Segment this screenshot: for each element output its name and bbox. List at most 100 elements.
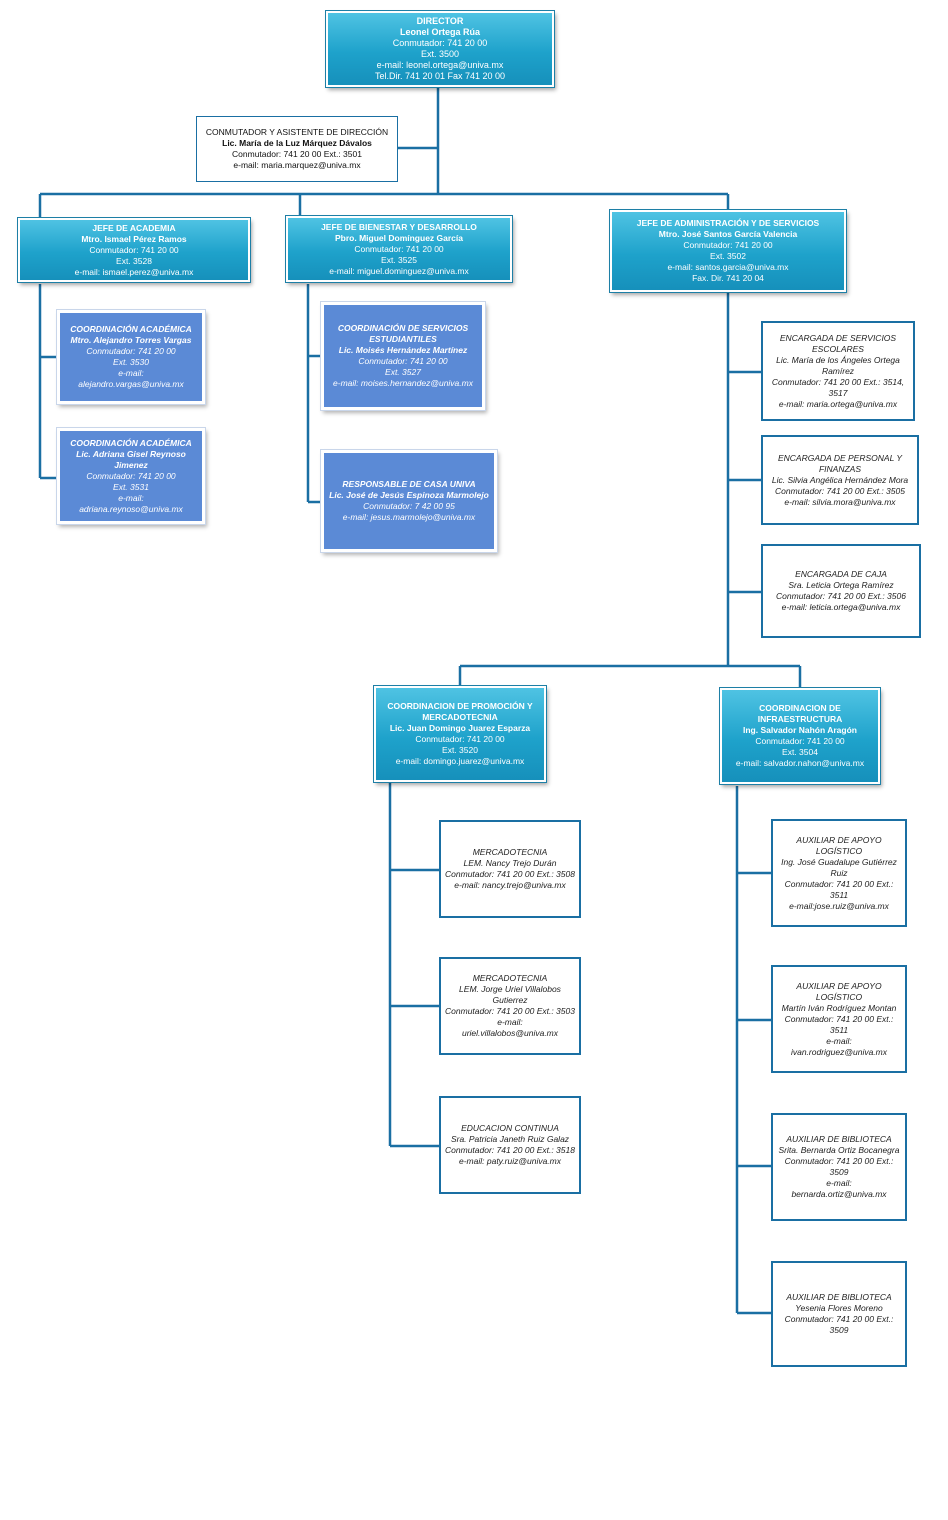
coord-acad-2-email: adriana.reynoso@univa.mx — [79, 503, 183, 514]
casa-univa-name: Lic. José de Jesús Espinoza Marmolejo — [329, 490, 489, 500]
mercadotecnia-2-box: MERCADOTECNIA LEM. Jorge Uriel Villalobo… — [439, 957, 581, 1055]
aux-biblioteca-2-name: Yesenia Flores Moreno — [795, 1303, 883, 1313]
coord-acad-2-ext: Ext. 3531 — [113, 481, 149, 492]
administracion-name: Mtro. José Santos García Valencia — [658, 229, 798, 239]
aux-logistico-1-name: Ing. José Guadalupe Gutiérrez Ruiz — [781, 856, 897, 878]
serv-escolares-box: ENCARGADA DE SERVICIOS ESCOLARES Lic. Ma… — [761, 321, 915, 421]
casa-univa-phone: Conmutador: 7 42 00 95 — [363, 501, 455, 511]
asistente-title: CONMUTADOR Y ASISTENTE DE DIRECCIÓN — [205, 127, 389, 137]
bienestar-ext: Ext. 3525 — [381, 254, 417, 265]
casa-univa-title: RESPONSABLE DE CASA UNIVA — [342, 479, 476, 489]
asistente-box: CONMUTADOR Y ASISTENTE DE DIRECCIÓN Lic.… — [196, 116, 398, 182]
casa-univa-email: e-mail: jesus.marmolejo@univa.mx — [342, 512, 476, 522]
promocion-title: COORDINACION DE PROMOCIÓN Y MERCADOTECNI… — [387, 701, 533, 722]
aux-biblioteca-1-email: bernarda.ortiz@univa.mx — [791, 1189, 887, 1199]
mercadotecnia-2-phone: Conmutador: 741 20 00 Ext.: 3503 — [445, 1006, 575, 1016]
bienestar-phone: Conmutador: 741 20 00 — [354, 243, 444, 254]
caja-phone: Conmutador: 741 20 00 Ext.: 3506 — [776, 591, 906, 601]
aux-biblioteca-1-phone: Conmutador: 741 20 00 Ext.: 3509 — [784, 1156, 894, 1177]
coord-acad-1-email: alejandro.vargas@univa.mx — [78, 379, 184, 389]
serv-estudiantiles-ext: Ext. 3527 — [385, 367, 421, 377]
mercadotecnia-1-phone: Conmutador: 741 20 00 Ext.: 3508 — [445, 869, 575, 879]
educacion-continua-title: EDUCACION CONTINUA — [461, 1123, 559, 1133]
director-tel: Tel.Dir. 741 20 01 Fax 741 20 00 — [374, 71, 506, 81]
administracion-ext: Ext. 3502 — [710, 251, 746, 261]
serv-estudiantiles-email: e-mail: moises.hernandez@univa.mx — [333, 378, 473, 388]
aux-biblioteca-2-phone: Conmutador: 741 20 00 Ext.: 3509 — [784, 1314, 894, 1335]
infraestructura-title: COORDINACION DE INFRAESTRUCTURA — [757, 703, 843, 724]
infraestructura-name: Ing. Salvador Nahón Aragón — [743, 725, 857, 735]
coord-acad-2-name: Lic. Adriana Gisel Reynoso Jimenez — [76, 448, 186, 470]
serv-estudiantiles-title: COORDINACIÓN DE SERVICIOS ESTUDIANTILES — [337, 323, 469, 344]
promocion-name: Lic. Juan Domingo Juarez Esparza — [389, 723, 531, 733]
aux-logistico-1-box: AUXILIAR DE APOYO LOGÍSTICO Ing. José Gu… — [771, 819, 907, 927]
educacion-continua-name: Sra. Patricia Janeth Ruiz Galaz — [450, 1134, 570, 1144]
aux-biblioteca-2-box: AUXILIAR DE BIBLIOTECA Yesenia Flores Mo… — [771, 1261, 907, 1367]
coord-acad-2-email-label: e-mail: — [118, 492, 144, 503]
aux-logistico-2-email-label: e-mail: — [826, 1035, 852, 1046]
bienestar-box: JEFE DE BIENESTAR Y DESARROLLO Pbro. Mig… — [285, 215, 513, 283]
serv-escolares-phone: Conmutador: 741 20 00 Ext.: 3514, 3517 — [771, 376, 905, 398]
director-name: Leonel Ortega Rúa — [399, 27, 480, 37]
personal-finanzas-box: ENCARGADA DE PERSONAL Y FINANZAS Lic. Si… — [761, 435, 919, 525]
academia-email: e-mail: ismael.perez@univa.mx — [74, 266, 194, 277]
mercadotecnia-1-email: e-mail: nancy.trejo@univa.mx — [454, 880, 566, 890]
mercadotecnia-2-email-label: e-mail: — [497, 1017, 523, 1027]
aux-biblioteca-1-box: AUXILIAR DE BIBLIOTECA Srita. Bernarda O… — [771, 1113, 907, 1221]
director-title: DIRECTOR — [416, 16, 464, 26]
coord-acad-1-name: Mtro. Alejandro Torres Vargas — [70, 335, 192, 345]
academia-box: JEFE DE ACADEMIA Mtro. Ismael Pérez Ramo… — [17, 217, 251, 283]
aux-logistico-2-phone: Conmutador: 741 20 00 Ext.: 3511 — [784, 1013, 894, 1035]
aux-biblioteca-1-name: Srita. Bernarda Ortiz Bocanegra — [778, 1145, 900, 1155]
aux-biblioteca-1-title: AUXILIAR DE BIBLIOTECA — [786, 1134, 892, 1144]
infraestructura-email: e-mail: salvador.nahon@univa.mx — [735, 758, 865, 768]
academia-name: Mtro. Ismael Pérez Ramos — [81, 233, 187, 244]
director-ext: Ext. 3500 — [420, 49, 460, 59]
coord-acad-1-box: COORDINACIÓN ACADÉMICA Mtro. Alejandro T… — [56, 309, 206, 405]
infraestructura-box: COORDINACION DE INFRAESTRUCTURA Ing. Sal… — [719, 687, 881, 785]
aux-logistico-1-phone: Conmutador: 741 20 00 Ext.: 3511 — [784, 878, 894, 900]
promocion-box: COORDINACION DE PROMOCIÓN Y MERCADOTECNI… — [373, 685, 547, 783]
director-email: e-mail: leonel.ortega@univa.mx — [376, 60, 504, 70]
aux-logistico-2-email: ivan.rodriguez@univa.mx — [790, 1046, 888, 1057]
coord-acad-2-phone: Conmutador: 741 20 00 — [86, 470, 176, 481]
personal-finanzas-name: Lic. Silvia Angélica Hernández Mora — [771, 474, 909, 485]
bienestar-name: Pbro. Miguel Domínguez García — [335, 232, 463, 243]
serv-estudiantiles-box: COORDINACIÓN DE SERVICIOS ESTUDIANTILES … — [320, 301, 486, 411]
caja-box: ENCARGADA DE CAJA Sra. Leticia Ortega Ra… — [761, 544, 921, 638]
promocion-ext: Ext. 3520 — [442, 745, 478, 755]
director-box: DIRECTOR Leonel Ortega Rúa Conmutador: 7… — [325, 10, 555, 88]
serv-estudiantiles-phone: Conmutador: 741 20 00 — [358, 356, 448, 366]
educacion-continua-phone: Conmutador: 741 20 00 Ext.: 3518 — [445, 1145, 575, 1155]
mercadotecnia-1-name: LEM. Nancy Trejo Durán — [463, 858, 557, 868]
infraestructura-ext: Ext. 3504 — [782, 747, 818, 757]
administracion-title: JEFE DE ADMINISTRACIÓN Y DE SERVICIOS — [636, 218, 820, 228]
aux-logistico-2-name: Martín Iván Rodríguez Montan — [781, 1002, 897, 1013]
promocion-email: e-mail: domingo.juarez@univa.mx — [395, 756, 525, 766]
mercadotecnia-2-name: LEM. Jorge Uriel Villalobos Gutierrez — [459, 984, 561, 1005]
promocion-phone: Conmutador: 741 20 00 — [415, 734, 505, 744]
aux-biblioteca-1-email-label: e-mail: — [826, 1178, 852, 1188]
mercadotecnia-1-title: MERCADOTECNIA — [472, 847, 548, 857]
serv-estudiantiles-name: Lic. Moisés Hernández Martínez — [338, 345, 468, 355]
administracion-box: JEFE DE ADMINISTRACIÓN Y DE SERVICIOS Mt… — [609, 209, 847, 293]
caja-name: Sra. Leticia Ortega Ramírez — [788, 580, 894, 590]
educacion-continua-email: e-mail: paty.ruiz@univa.mx — [459, 1156, 561, 1166]
aux-logistico-1-title: AUXILIAR DE APOYO LOGÍSTICO — [796, 834, 882, 856]
coord-acad-1-email-label: e-mail: — [118, 368, 144, 378]
mercadotecnia-1-box: MERCADOTECNIA LEM. Nancy Trejo Durán Con… — [439, 820, 581, 918]
aux-logistico-1-email: e-mail:jose.ruiz@univa.mx — [789, 900, 889, 911]
infraestructura-phone: Conmutador: 741 20 00 — [755, 736, 845, 746]
administracion-phone: Conmutador: 741 20 00 — [683, 240, 773, 250]
educacion-continua-box: EDUCACION CONTINUA Sra. Patricia Janeth … — [439, 1096, 581, 1194]
casa-univa-box: RESPONSABLE DE CASA UNIVA Lic. José de J… — [320, 449, 498, 553]
coord-acad-2-box: COORDINACIÓN ACADÉMICA Lic. Adriana Gise… — [56, 427, 206, 525]
bienestar-email: e-mail: miguel.dominguez@univa.mx — [329, 265, 469, 276]
coord-acad-1-ext: Ext. 3530 — [113, 357, 149, 367]
academia-title: JEFE DE ACADEMIA — [92, 222, 176, 233]
asistente-phone: Conmutador: 741 20 00 Ext.: 3501 — [232, 149, 362, 159]
academia-phone: Conmutador: 741 20 00 — [89, 244, 179, 255]
personal-finanzas-email: e-mail: silvia.mora@univa.mx — [784, 496, 896, 507]
aux-logistico-2-title: AUXILIAR DE APOYO LOGÍSTICO — [796, 980, 882, 1002]
administracion-email: e-mail: santos.garcia@univa.mx — [667, 262, 789, 272]
